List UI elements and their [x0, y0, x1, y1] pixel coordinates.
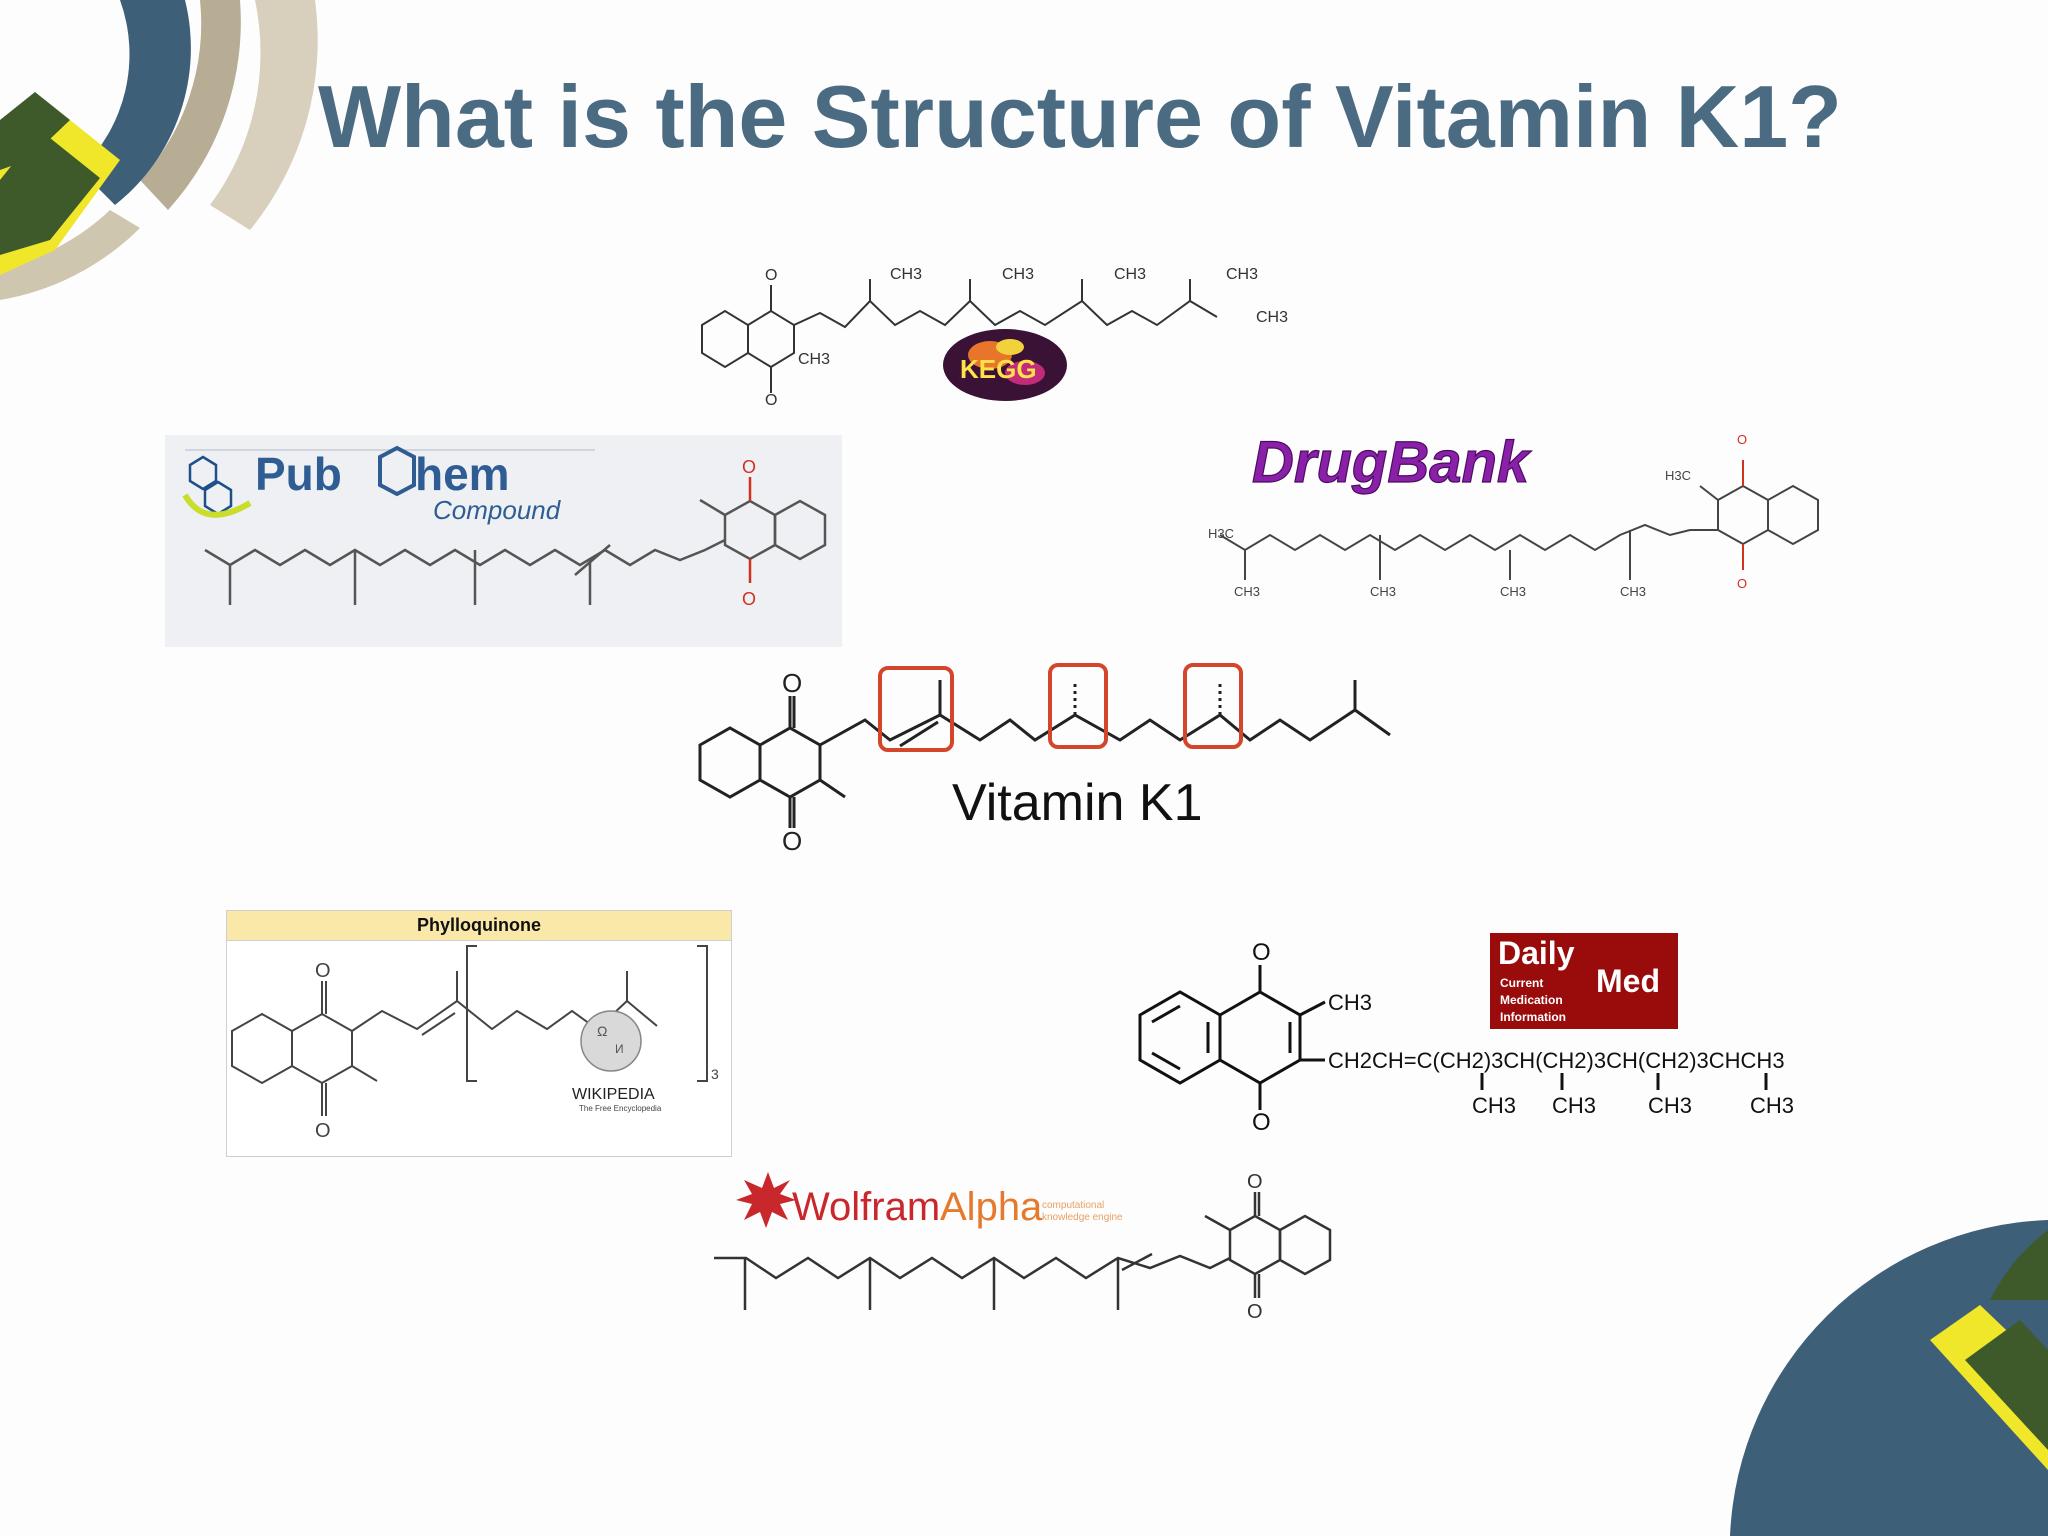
vitamin-k1-structure: O O Vitamin K1	[698, 663, 1391, 856]
drugbank-label: H3C	[1665, 468, 1691, 483]
svg-text:O: O	[782, 668, 802, 698]
drugbank-label: CH3	[1370, 584, 1396, 599]
svg-text:И: И	[615, 1042, 624, 1056]
drugbank-logo: DrugBank	[1252, 430, 1532, 495]
drugbank-label: CH3	[1234, 584, 1260, 599]
kegg-label: CH3	[890, 266, 922, 283]
kegg-label: CH3	[1114, 266, 1146, 283]
wikipedia-structure: O O 3 Ω И WIKIPEDIA The Free Encyclopedi…	[231, 945, 719, 1142]
dailymed-chain: CH2CH=C(CH2)3CH(CH2)3CH(CH2)3CHCH3	[1328, 1048, 1785, 1073]
svg-text:Alpha: Alpha	[940, 1185, 1043, 1229]
drugbank-structure: DrugBank O O H3C H3C CH3 CH3 CH3 CH3	[1208, 429, 1819, 599]
svg-text:O: O	[1252, 939, 1271, 966]
svg-text:Pub: Pub	[255, 448, 342, 500]
wikipedia-header: Phylloquinone	[227, 911, 731, 941]
wolfram-spikey-icon	[736, 1172, 796, 1228]
dailymed-logo: Daily Med Current Medication Information	[1490, 933, 1678, 1029]
svg-text:O: O	[1247, 1171, 1263, 1193]
svg-text:hem: hem	[415, 448, 510, 500]
svg-text:O: O	[1252, 1109, 1271, 1136]
kegg-structure: O O CH3 CH3 CH3 CH3 CH3 CH3 KEGG	[701, 266, 1288, 409]
svg-text:O: O	[765, 392, 777, 409]
svg-text:3: 3	[711, 1066, 719, 1082]
drugbank-label: CH3	[1620, 584, 1646, 599]
pubchem-structure: Pub hem Compound O O	[182, 445, 827, 609]
pubchem-panel: Pub hem Compound O O	[165, 435, 842, 647]
svg-text:O: O	[315, 1120, 331, 1142]
kegg-label: CH3	[1226, 266, 1258, 283]
kegg-label: CH3	[1256, 309, 1288, 326]
svg-text:O: O	[765, 267, 777, 284]
dailymed-ch3: CH3	[1328, 990, 1372, 1015]
svg-text:O: O	[315, 960, 331, 982]
wikipedia-logo: Ω И WIKIPEDIA The Free Encyclopedia	[572, 1010, 662, 1113]
svg-text:O: O	[742, 457, 756, 477]
svg-text:knowledge engine: knowledge engine	[1042, 1212, 1123, 1223]
kegg-logo: KEGG	[943, 329, 1067, 401]
svg-text:WIKIPEDIA: WIKIPEDIA	[572, 1086, 655, 1103]
svg-text:Ω: Ω	[597, 1023, 607, 1039]
dailymed-branch: CH3	[1552, 1093, 1596, 1118]
svg-text:computational: computational	[1042, 1200, 1104, 1211]
drugbank-label: CH3	[1500, 584, 1526, 599]
highlight-box	[1048, 663, 1108, 749]
dailymed-branch: CH3	[1472, 1093, 1516, 1118]
kegg-label: CH3	[798, 351, 830, 368]
svg-text:The Free Encyclopedia: The Free Encyclopedia	[579, 1104, 662, 1113]
highlight-box	[878, 666, 954, 752]
corner-decoration-top-left	[0, 0, 318, 300]
wikipedia-panel: Phylloquinone O O 3 Ω И WIKIPEDIA The Fr…	[226, 910, 732, 1157]
svg-text:Compound: Compound	[433, 495, 562, 525]
dailymed-branch: CH3	[1750, 1093, 1794, 1118]
svg-text:O: O	[782, 826, 802, 856]
highlight-box	[1183, 663, 1243, 749]
wolframalpha-structure: Wolfram Alpha computational knowledge en…	[714, 1171, 1332, 1323]
kegg-label: CH3	[1002, 266, 1034, 283]
svg-text:O: O	[1247, 1301, 1263, 1323]
slide-title: What is the Structure of Vitamin K1?	[318, 67, 1842, 166]
wolframalpha-logo: Wolfram Alpha computational knowledge en…	[736, 1172, 1123, 1229]
dailymed-structure: O O CH3 CH2CH=C(CH2)3CH(CH2)3CH(CH2)3CHC…	[1138, 939, 1794, 1136]
vitamin-k1-caption: Vitamin K1	[952, 774, 1203, 832]
svg-text:KEGG: KEGG	[960, 354, 1037, 384]
drugbank-label: H3C	[1208, 526, 1234, 541]
corner-decoration-bottom-right	[1730, 1220, 2048, 1536]
svg-text:O: O	[1737, 576, 1747, 591]
svg-text:O: O	[742, 589, 756, 609]
svg-text:Wolfram: Wolfram	[792, 1185, 940, 1229]
dailymed-branch: CH3	[1648, 1093, 1692, 1118]
svg-text:O: O	[1737, 432, 1747, 447]
pubchem-hex-icon	[182, 455, 252, 518]
